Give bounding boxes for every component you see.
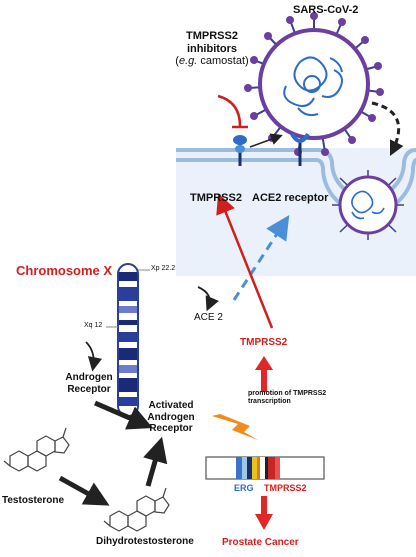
ace2-gene-label: ACE 2: [194, 312, 223, 323]
ar-activation-arrow: [94, 400, 153, 430]
lightning-bolt-icon: [212, 414, 258, 440]
ace2-trafficking-arrow: [232, 214, 290, 301]
erg-label: ERG: [234, 483, 254, 493]
dht-label: Dihydrotestosterone: [96, 536, 194, 547]
inhibitor-example: (e.g. camostat): [175, 55, 249, 68]
androgen-receptor-label: Androgen Receptor: [65, 372, 113, 395]
promotion-label: promotion of TMPRSS2 transcription: [248, 390, 327, 406]
ace2-receptor: [290, 132, 310, 166]
tmprss2-protein: [233, 135, 247, 166]
tmprss2-trafficking-arrow: [216, 193, 274, 329]
dht-molecule: [103, 487, 170, 532]
virus-label: SARS-CoV-2: [293, 4, 359, 16]
membrane-ace2-receptor-label: ACE2 receptor: [252, 192, 329, 204]
inhibitor-label-line1: TMPRSS2: [186, 30, 238, 42]
ar-expression-arrow: [85, 341, 103, 372]
ace2-expression-arrow: [197, 286, 219, 312]
dht-binding-arrow: [143, 436, 168, 487]
endocytosed-virion: [332, 170, 404, 240]
tmprss2-expression-arrow: [255, 356, 273, 392]
fusion-tmprss2-label: TMPRSS2: [264, 483, 307, 493]
testosterone-molecule: [3, 427, 70, 472]
prostate-cancer-label: Prostate Cancer: [222, 537, 299, 548]
activated-receptor-label: Activated Androgen Receptor: [147, 400, 195, 434]
testosterone-label: Testosterone: [2, 495, 65, 506]
tmprss2-cleave-arrow: [249, 133, 283, 148]
membrane-tmprss2-label: TMPRSS2: [190, 192, 242, 204]
inhibitor-label-line2: inhibitors: [186, 42, 238, 55]
inhibitor-label: TMPRSS2 inhibitors (e.g. camostat): [170, 30, 254, 68]
sars-cov-2-virion: [244, 12, 384, 156]
conversion-arrow: [58, 475, 110, 506]
endocytosis-arrow: [371, 101, 404, 157]
inhibitor-line: [217, 94, 242, 127]
chromosome-x: [117, 263, 139, 417]
prostate-cancer-arrow: [255, 496, 273, 530]
tmprss2-gene-label: TMPRSS2: [240, 337, 288, 348]
chromosome-title: Chromosome X: [16, 263, 113, 278]
band-upper-label: Xp 22.2: [151, 265, 176, 272]
erg-tmprss2-fusion-gene: [205, 456, 325, 480]
band-lower-label: Xq 12: [84, 322, 103, 329]
